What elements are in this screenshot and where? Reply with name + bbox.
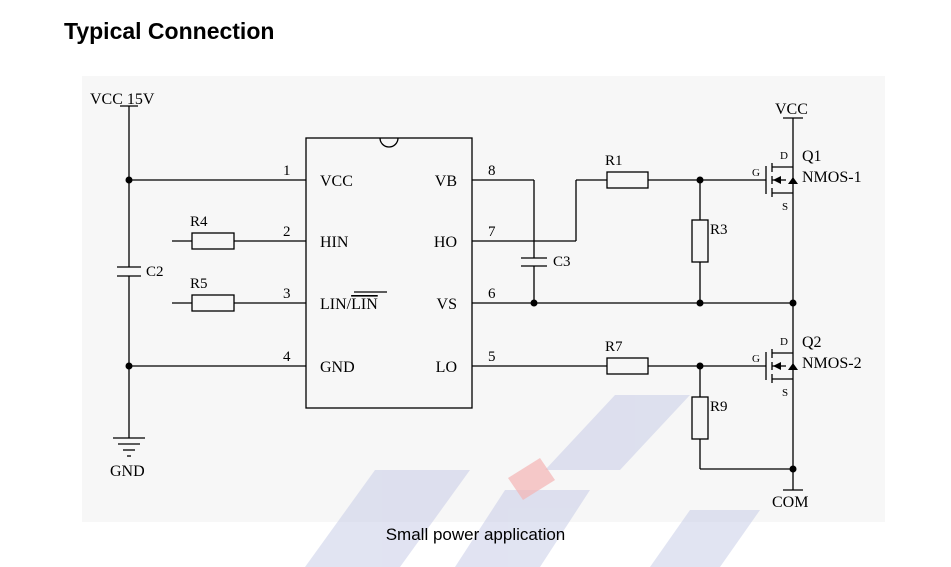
schematic-panel (82, 76, 885, 522)
c3-label: C3 (553, 254, 571, 270)
pin2-number: 2 (283, 224, 291, 240)
r1-resistor (606, 171, 649, 189)
q1-d-label: D (780, 150, 788, 162)
r5-resistor (191, 294, 235, 312)
vcc-label: VCC (775, 101, 808, 118)
section-title: Typical Connection (64, 18, 275, 44)
pin8-name: VB (435, 173, 457, 190)
r4-label: R4 (190, 214, 208, 230)
q2-g-label: G (752, 353, 760, 365)
pin7-name: HO (434, 234, 457, 251)
vcc15-label: VCC 15V (90, 91, 155, 108)
pin3-name: LIN/LIN (320, 296, 378, 313)
driver-ic-body (305, 137, 473, 409)
figure-caption: Small power application (385, 525, 566, 544)
ic-notch (379, 137, 399, 148)
pin5-name: LO (436, 359, 457, 376)
watermark-stroke-3 (545, 395, 690, 470)
pin6-number: 6 (488, 286, 496, 302)
q2-type-label: NMOS-2 (802, 355, 862, 372)
watermark-stroke-1 (305, 470, 470, 567)
r7-label: R7 (605, 339, 623, 355)
pin5-number: 5 (488, 349, 496, 365)
r1-label: R1 (605, 153, 623, 169)
pin1-number: 1 (283, 163, 291, 179)
pin2-name: HIN (320, 234, 349, 251)
q1-g-label: G (752, 167, 760, 179)
gnd-label: GND (110, 463, 145, 480)
pin8-number: 8 (488, 163, 496, 179)
pin4-number: 4 (283, 349, 291, 365)
q2-s-label: S (782, 387, 788, 399)
r4-resistor (191, 232, 235, 250)
watermark-stroke-2 (455, 490, 590, 567)
q1-type-label: NMOS-1 (802, 169, 862, 186)
c2-label: C2 (146, 264, 164, 280)
junction-dots (125, 176, 797, 473)
r3-resistor (691, 219, 709, 263)
r9-label: R9 (710, 399, 728, 415)
pin3-name-overbar: LIN (351, 296, 378, 313)
q2-d-label: D (780, 336, 788, 348)
q1-label: Q1 (802, 148, 822, 165)
pin3-number: 3 (283, 286, 291, 302)
r5-label: R5 (190, 276, 208, 292)
watermark-stroke-4 (650, 510, 760, 567)
watermark-dot (508, 458, 555, 500)
r7-resistor (606, 357, 649, 375)
com-label: COM (772, 494, 808, 511)
pin6-name: VS (437, 296, 457, 313)
q1-s-label: S (782, 201, 788, 213)
pin4-name: GND (320, 359, 355, 376)
r3-label: R3 (710, 222, 728, 238)
pin7-number: 7 (488, 224, 496, 240)
r9-resistor (691, 396, 709, 440)
q2-label: Q2 (802, 334, 822, 351)
pin1-name: VCC (320, 173, 353, 190)
